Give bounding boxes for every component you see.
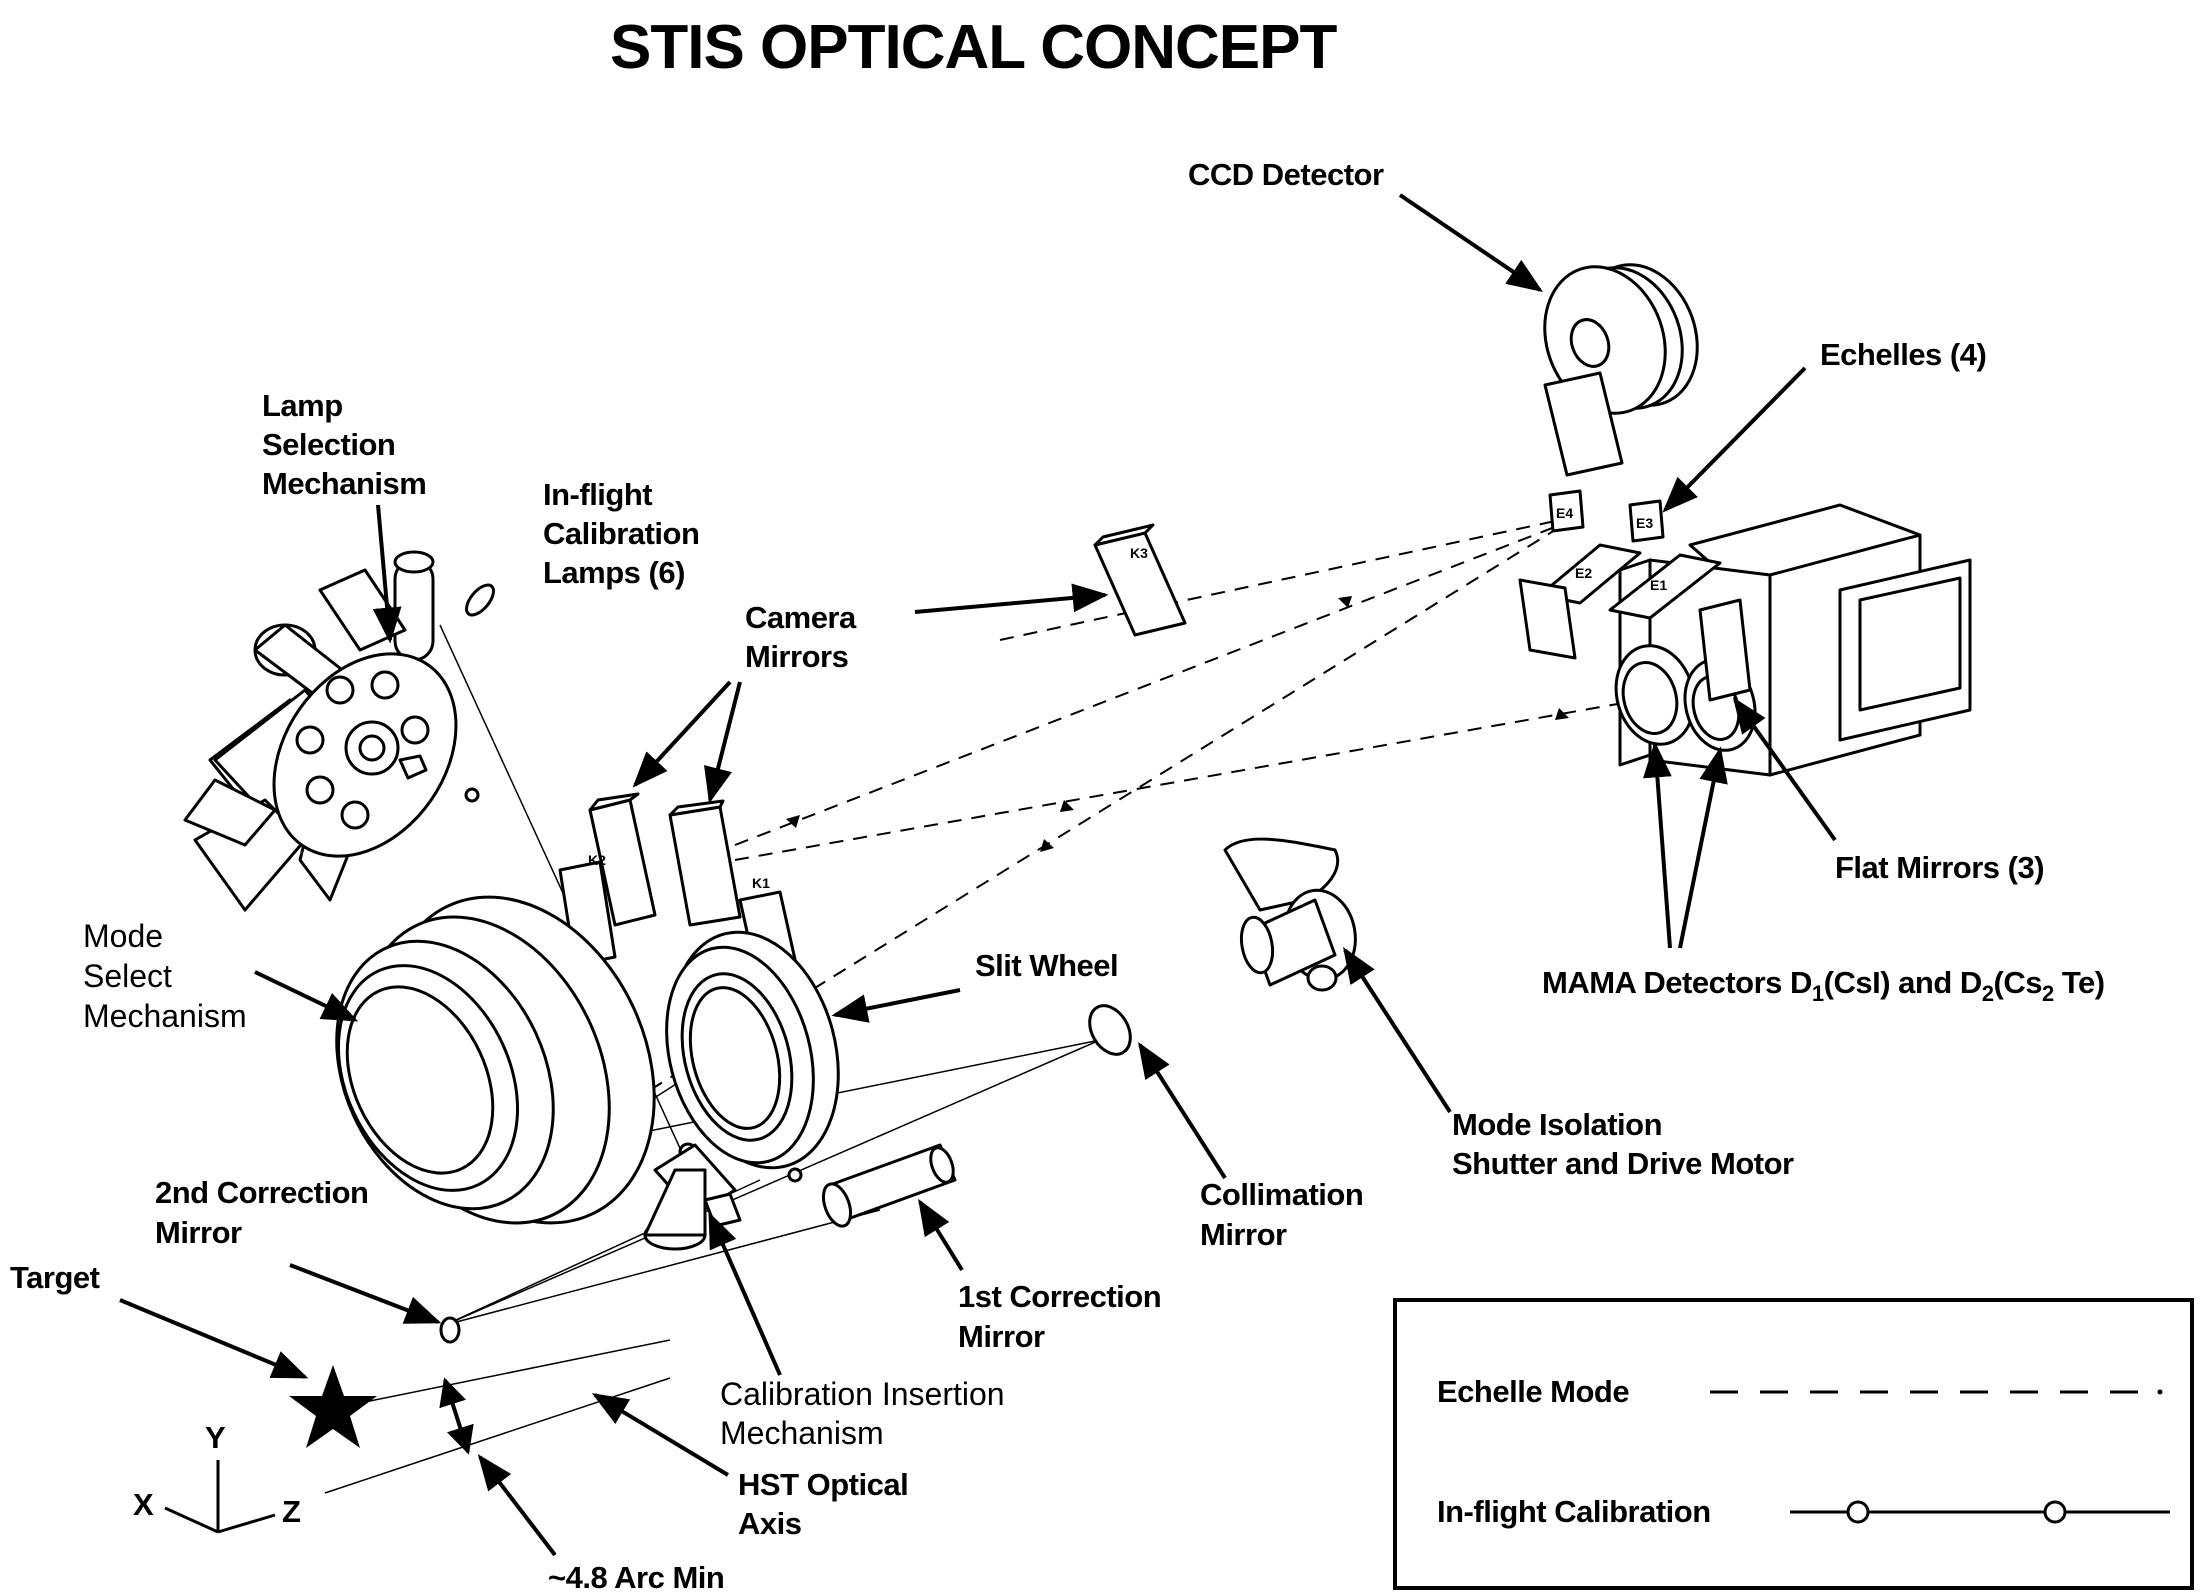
dash-arrow-3	[1060, 800, 1074, 812]
svg-text:Mechanism: Mechanism	[262, 466, 426, 501]
collimation-mirror	[1088, 1004, 1132, 1056]
svg-text:Mode Isolation: Mode Isolation	[1452, 1107, 1662, 1142]
svg-text:1st Correction: 1st Correction	[958, 1279, 1161, 1314]
label-first-correction: 1st Correction Mirror	[958, 1279, 1162, 1354]
echelle-path-1	[734, 524, 1561, 846]
legend-calibration-label: In-flight Calibration	[1437, 1494, 1711, 1529]
svg-text:Mechanism: Mechanism	[720, 1415, 884, 1451]
hst-optical-axis-line	[324, 1377, 671, 1494]
calibration-insertion	[643, 1143, 742, 1251]
diagram-title: STIS OPTICAL CONCEPT	[610, 13, 1337, 82]
label-mode-isolation: Mode Isolation Shutter and Drive Motor	[1452, 1107, 1795, 1181]
e3-mark: E3	[1636, 515, 1653, 531]
first-correction-mirror	[821, 1143, 957, 1228]
svg-text:Select: Select	[83, 958, 172, 994]
legend-echelle-mode-label: Echelle Mode	[1437, 1374, 1629, 1409]
svg-text:Mechanism: Mechanism	[83, 998, 247, 1034]
label-mode-select: Mode Select Mechanism	[83, 918, 247, 1034]
mode-isolation-shutter	[1223, 837, 1357, 992]
label-echelles: Echelles (4)	[1820, 337, 1986, 372]
legend-echelle-dot	[2157, 1389, 2163, 1395]
svg-text:2nd Correction: 2nd Correction	[155, 1175, 368, 1210]
coordinate-axes	[164, 1460, 276, 1534]
arc-min-double-arrow	[439, 1377, 474, 1455]
ccd-detector	[1543, 263, 1699, 477]
k3-mark: K3	[1130, 545, 1148, 561]
target-star-icon	[289, 1365, 377, 1448]
label-camera-mirrors: Camera Mirrors	[745, 600, 857, 674]
svg-text:Mirror: Mirror	[1200, 1217, 1287, 1252]
axis-y-label: Y	[205, 1420, 226, 1455]
svg-text:Axis: Axis	[738, 1506, 801, 1541]
dash-arrow-5	[1040, 839, 1054, 852]
echelle-e3: E3	[1628, 499, 1665, 543]
svg-text:Selection: Selection	[262, 427, 395, 462]
ray-target-first-correction	[444, 1209, 881, 1326]
camera-mirror-k3: K3	[1093, 523, 1187, 637]
legend-calibration-marker-1	[1846, 1500, 1870, 1524]
label-lamp-selection: Lamp Selection Mechanism	[262, 388, 427, 501]
mama-detector-assembly: E2 E1	[1518, 503, 1972, 777]
svg-text:Calibration Insertion: Calibration Insertion	[720, 1376, 1005, 1412]
k1-mark: K1	[752, 875, 770, 891]
label-second-correction: 2nd Correction Mirror	[155, 1175, 369, 1250]
label-ccd-detector: CCD Detector	[1188, 157, 1384, 192]
svg-text:HST Optical: HST Optical	[738, 1467, 908, 1502]
label-collimation-mirror: Collimation Mirror	[1200, 1177, 1364, 1252]
svg-text:In-flight: In-flight	[543, 477, 652, 512]
echelle-path-2	[734, 699, 1641, 861]
label-flat-mirrors: Flat Mirrors (3)	[1835, 850, 2044, 885]
svg-text:Mirrors: Mirrors	[745, 639, 848, 674]
label-target: Target	[10, 1260, 100, 1295]
label-slit-wheel: Slit Wheel	[975, 948, 1118, 983]
second-correction-mirror	[439, 1316, 461, 1344]
e2-mark: E2	[1575, 565, 1592, 581]
e1-mark: E1	[1650, 577, 1667, 593]
svg-text:Shutter and Drive Motor: Shutter and Drive Motor	[1452, 1146, 1794, 1181]
dash-arrow-2	[1555, 708, 1569, 720]
mode-select-mechanism	[335, 895, 656, 1225]
e4-mark: E4	[1556, 505, 1573, 521]
label-calibration-insertion: Calibration Insertion Mechanism	[720, 1376, 1005, 1451]
dash-arrow-1	[1338, 596, 1352, 608]
svg-text:Calibration: Calibration	[543, 516, 699, 551]
echelle-e4: E4	[1548, 489, 1585, 533]
legend-calibration-marker-2	[2043, 1500, 2067, 1524]
svg-text:Mirror: Mirror	[958, 1319, 1045, 1354]
k2-mark: K2	[588, 852, 606, 868]
svg-text:Mirror: Mirror	[155, 1215, 242, 1250]
svg-text:Mode: Mode	[83, 918, 163, 954]
svg-text:Lamps (6): Lamps (6)	[543, 555, 685, 590]
ray-collimation-slit	[579, 1039, 1101, 1146]
slit-wheel	[665, 930, 840, 1183]
label-calibration-lamps: In-flight Calibration Lamps (6)	[543, 477, 700, 590]
target-line	[364, 1339, 671, 1403]
svg-text:Camera: Camera	[745, 600, 857, 635]
dash-arrow-4	[786, 815, 800, 828]
label-mama-detectors: MAMA Detectors D1(CsI) and D2(Cs2 Te)	[1542, 965, 2105, 1006]
axis-z-label: Z	[282, 1494, 301, 1529]
axis-x-label: X	[133, 1487, 154, 1522]
svg-text:Collimation: Collimation	[1200, 1177, 1363, 1212]
label-hst-axis: HST Optical Axis	[738, 1467, 909, 1541]
label-arc-min: ~4.8 Arc Min	[548, 1560, 724, 1593]
legend-box: Echelle Mode In-flight Calibration	[1393, 1298, 2194, 1590]
svg-text:Lamp: Lamp	[262, 388, 343, 423]
label-arrows	[119, 193, 1837, 1557]
lamp-selection-mechanism	[183, 550, 495, 912]
ray-target-collimation	[444, 1039, 1101, 1326]
